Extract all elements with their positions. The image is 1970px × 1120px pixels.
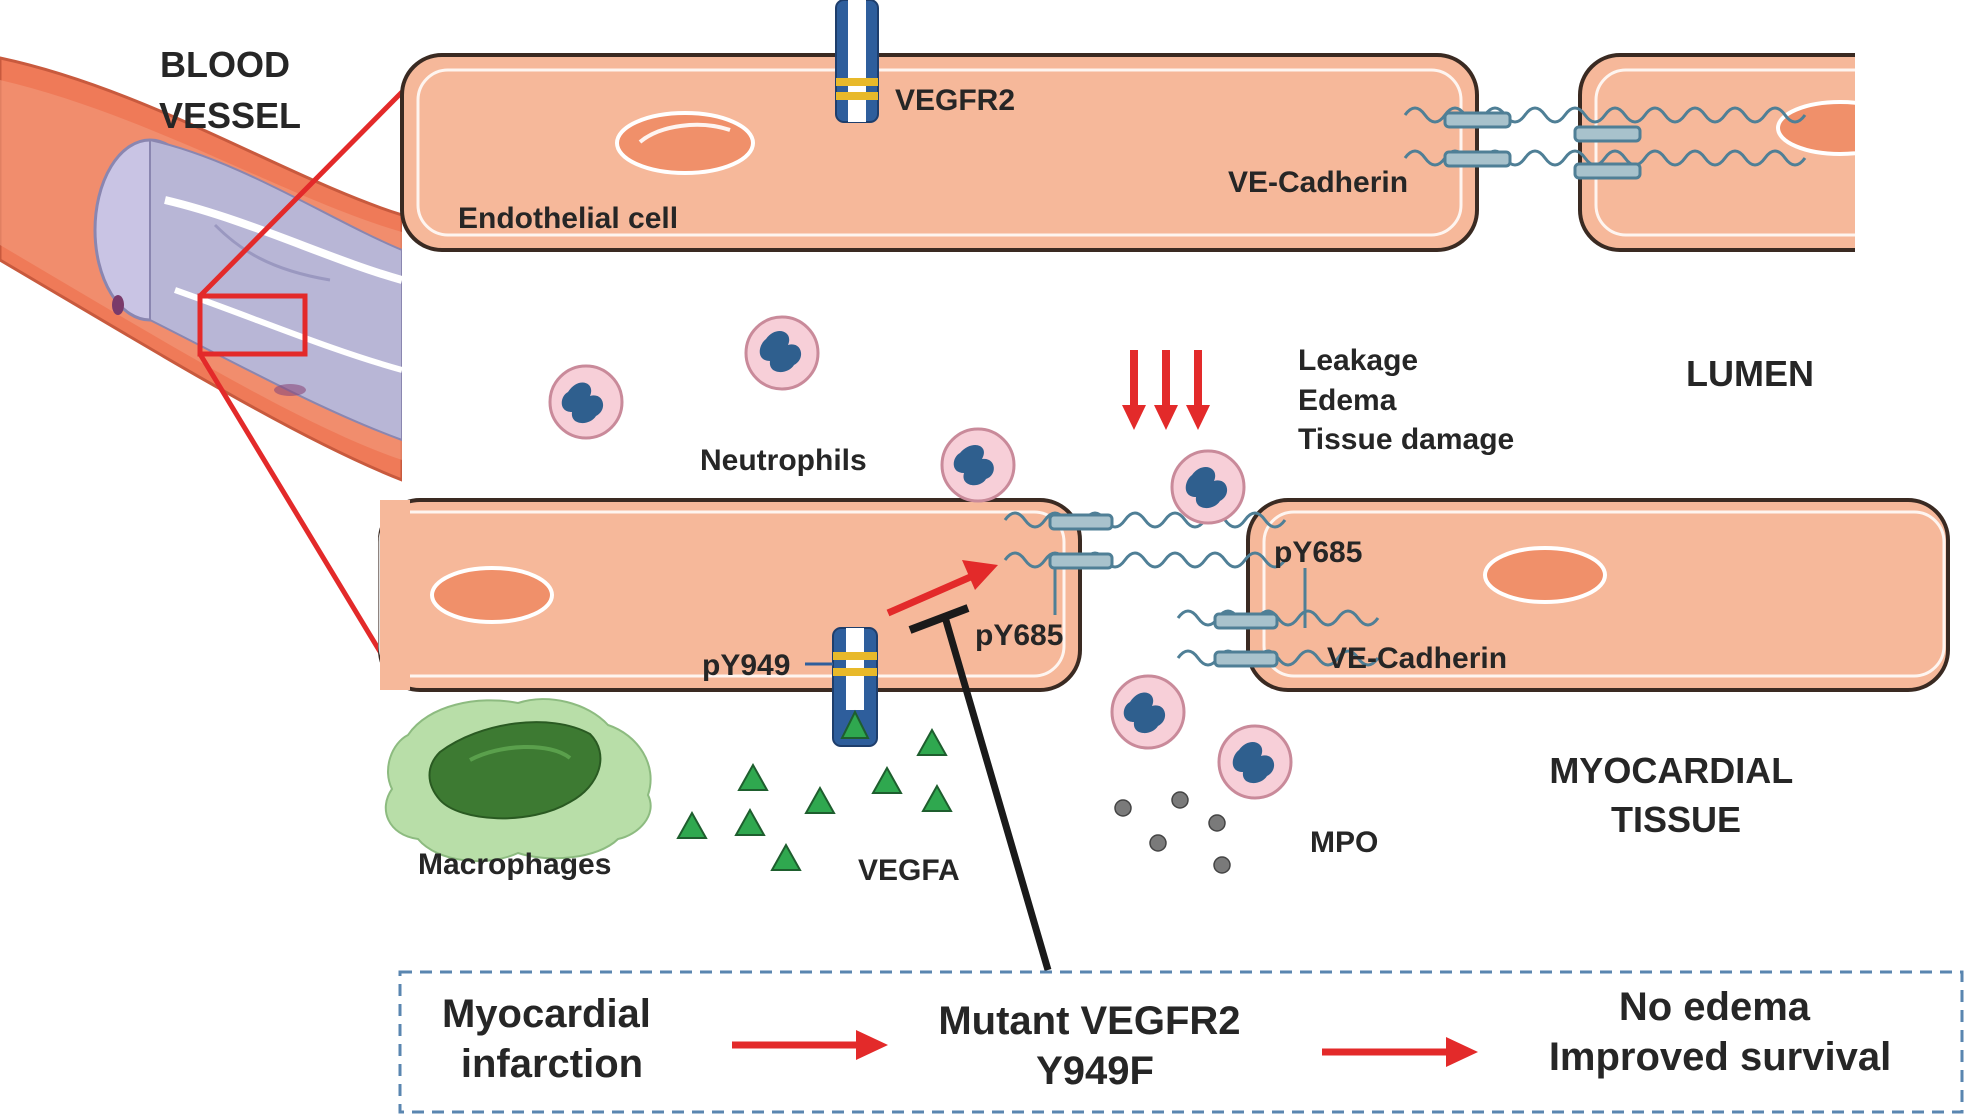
py685-right-label: pY685 [1274,536,1362,569]
mpo-label: MPO [1310,826,1378,859]
mpo-particles [1114,791,1231,874]
nucleus-bottom-right [1483,546,1607,604]
ve-cadherin-junction-bottom-right [1176,568,1380,668]
neutrophil-6 [1217,724,1293,800]
lumen-label: LUMEN [1686,353,1814,394]
zoom-line-top [198,90,404,298]
neutrophil-1 [548,364,624,440]
myocardial-tissue-label: MYOCARDIAL TISSUE [1549,750,1802,840]
vegfr2-receptor-bottom [805,627,878,747]
vegfa-molecules [676,727,953,871]
summary-cause: Myocardial infarction [442,992,662,1086]
endothelial-cell-label: Endothelial cell [458,202,678,235]
effects-label: Leakage Edema Tissue damage [1298,344,1514,456]
blood-vessel-label: BLOOD VESSEL [159,44,301,136]
activation-arrow [886,560,998,617]
vegfr2-label: VEGFR2 [895,84,1015,117]
endothelial-cell-top-right [1578,53,1855,252]
summary-outcome: No edema Improved survival [1549,985,1891,1079]
vegfa-label: VEGFA [858,854,960,887]
nucleus-top-right [1776,100,1855,156]
ve-cadherin-top-label: VE-Cadherin [1228,166,1408,199]
zoom-line-bottom [197,352,405,690]
inhibition-line [908,604,1052,971]
vegfr2-receptor-top [835,0,879,123]
leakage-arrows [1122,350,1210,430]
nucleus-top-left [615,111,755,175]
neutrophil-3 [940,427,1016,503]
ve-cadherin-junction-top [1403,106,1807,180]
ve-cadherin-bottom-label: VE-Cadherin [1327,642,1507,675]
endothelial-cell-bottom-right [1246,498,1950,692]
neutrophil-4 [1170,449,1246,525]
summary-box: Myocardial infarction Mutant VEGFR2 Y949… [398,970,1964,1114]
neutrophil-5 [1110,674,1186,750]
ve-cadherin-junction-bottom-left [1003,511,1287,615]
py685-left-label: pY685 [975,619,1063,652]
summary-intervention: Mutant VEGFR2 Y949F [938,999,1251,1093]
nucleus-bottom-left [430,566,554,624]
zoom-region-box [197,293,308,357]
summary-arrow-2 [1322,1037,1478,1067]
py949-label: pY949 [702,649,790,682]
blood-vessel-illustration [0,56,402,482]
neutrophil-2 [744,315,820,391]
macrophages-label: Macrophages [418,848,611,881]
summary-arrow-1 [732,1030,888,1060]
macrophage [384,698,652,863]
neutrophils-label: Neutrophils [700,444,867,477]
